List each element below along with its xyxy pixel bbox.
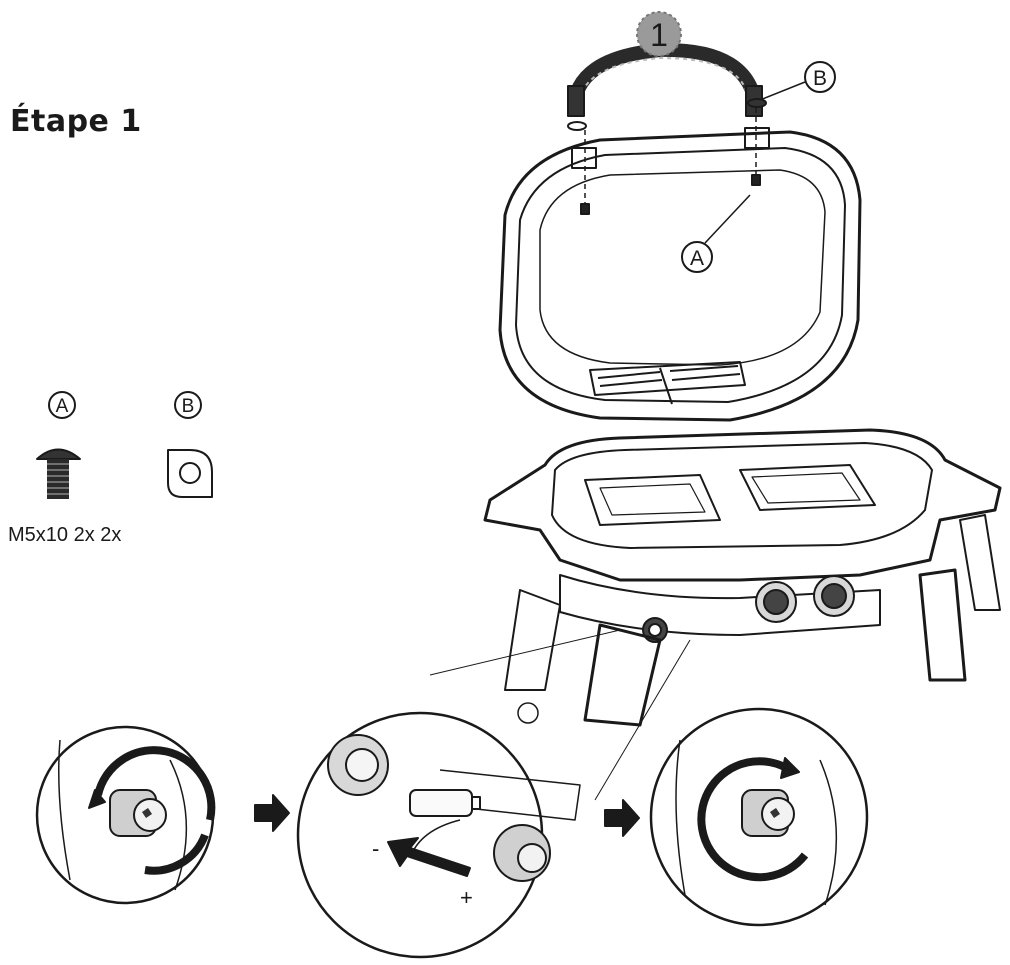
- detail-replace-cap: [649, 707, 869, 927]
- detail-insert-battery: - +: [296, 702, 581, 959]
- grill-lid: [498, 127, 862, 422]
- callout-b: B: [759, 61, 836, 101]
- parts-caption: M5x10 2x 2x: [8, 524, 122, 546]
- step-badge-label: 1: [650, 17, 668, 53]
- handle: [567, 42, 763, 117]
- callout-a: A: [681, 194, 751, 273]
- step-title: Étape 1: [10, 104, 142, 139]
- battery-plus-label: +: [460, 885, 473, 910]
- detail-remove-cap: [35, 725, 216, 905]
- callout-a-label: A: [690, 247, 704, 270]
- insert-arrow-icon: [387, 837, 471, 877]
- screw-icon: [36, 448, 81, 499]
- battery-icon: [409, 789, 481, 817]
- part-a-label: A: [56, 396, 69, 417]
- grill-base: [483, 428, 1002, 727]
- arrow-right-icon: [604, 799, 640, 837]
- battery-minus-label: -: [372, 836, 379, 861]
- part-a: A: [36, 391, 81, 499]
- part-b-label: B: [182, 396, 195, 417]
- arrow-right-icon: [254, 794, 290, 832]
- washer-icon: [167, 449, 213, 498]
- part-b: B: [167, 391, 213, 498]
- step-badge: 1: [636, 11, 682, 57]
- callout-b-label: B: [813, 67, 827, 90]
